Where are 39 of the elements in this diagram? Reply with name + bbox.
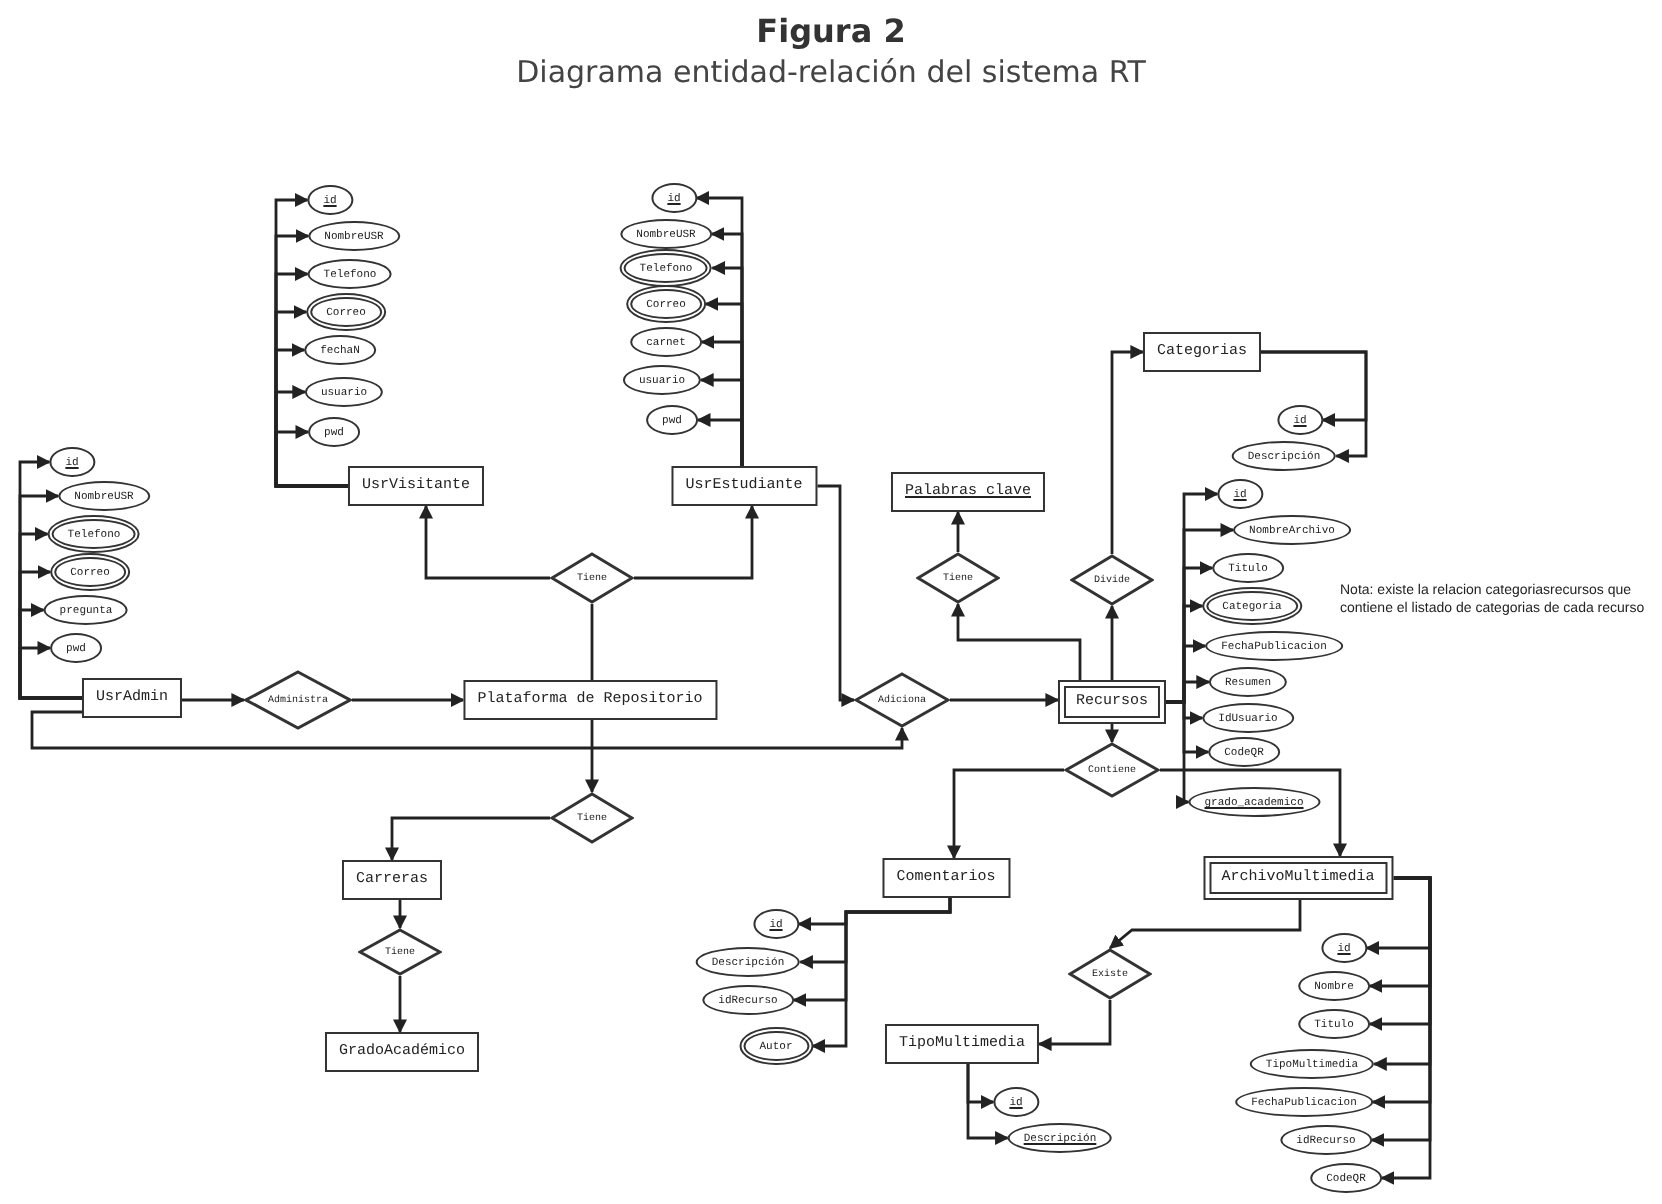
connector-arrow <box>1160 768 1347 858</box>
figure-caption: Diagrama entidad-relación del sistema RT <box>514 54 1148 90</box>
relationship-diamond <box>358 928 442 976</box>
connector-arrow <box>393 976 407 1034</box>
connector-arrow <box>274 425 348 488</box>
connector-arrow <box>385 816 550 862</box>
connector-arrow <box>950 693 1060 707</box>
connector-arrow <box>634 504 759 580</box>
connector-arrow <box>1105 724 1119 744</box>
connector-arrow <box>966 1064 1010 1145</box>
connector-arrow <box>1108 900 1302 950</box>
relationship-diamond <box>1064 742 1160 798</box>
connector-arrow <box>585 720 599 794</box>
figure-title: Figura 2 <box>754 12 908 50</box>
connector-arrow <box>182 693 246 707</box>
connector-arrow <box>1105 604 1119 680</box>
connector-arrow <box>947 768 1064 860</box>
connector-arrow <box>18 641 82 700</box>
connector-arrow <box>1166 700 1190 809</box>
connector-arrow <box>811 898 952 1053</box>
relationship-diamond <box>244 670 352 730</box>
connector-arrow <box>1261 350 1368 463</box>
relationship-diamond <box>916 552 1000 604</box>
connector-arrow <box>951 510 965 552</box>
relationship-diamond <box>1070 554 1154 606</box>
relationship-diamond <box>854 672 950 728</box>
connector-arrow <box>696 413 744 466</box>
connector-arrow <box>1380 876 1432 1185</box>
connector-arrow <box>419 504 550 580</box>
connector-arrow <box>1110 345 1145 554</box>
relationship-diamond <box>550 552 634 604</box>
relationship-diamond <box>1068 948 1152 1000</box>
connector-arrow <box>816 484 856 707</box>
connector-arrow <box>30 710 909 750</box>
connector-arrow <box>1037 1000 1112 1051</box>
relationship-diamond <box>550 792 634 844</box>
connector-arrow <box>352 693 465 707</box>
connector-arrow <box>951 602 1082 680</box>
connector-arrow <box>393 900 407 930</box>
